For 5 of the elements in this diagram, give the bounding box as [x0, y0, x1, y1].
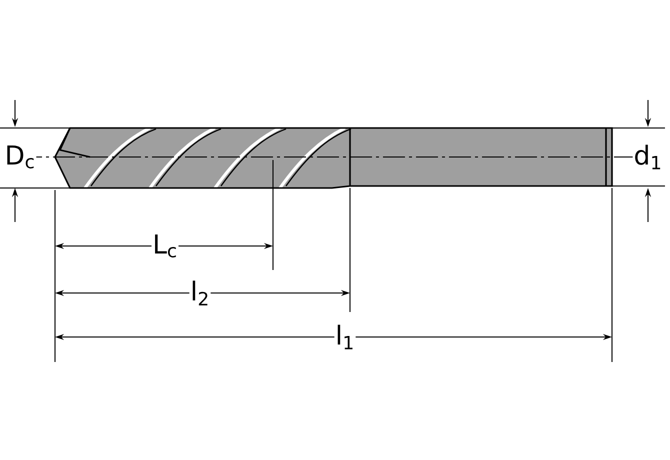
dimension-label: l$_{2}$ — [189, 280, 211, 306]
dimension-label: L$_{c}$ — [152, 234, 178, 258]
dimension-label: l$_{1}$ — [334, 324, 356, 350]
dimension-label: D$_{c}$ — [4, 144, 36, 170]
dimension-label: d$_{1}$ — [632, 144, 664, 170]
